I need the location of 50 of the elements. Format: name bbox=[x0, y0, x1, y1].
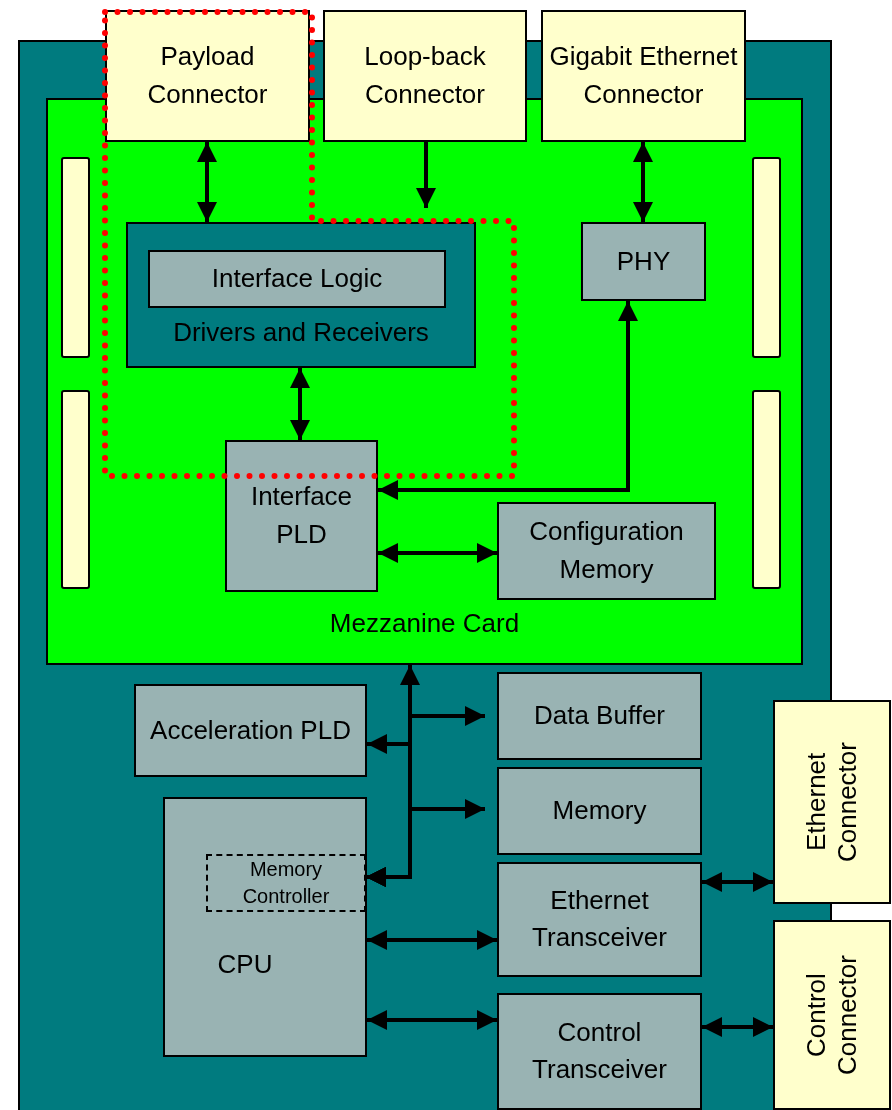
memory-block bbox=[497, 767, 702, 855]
connector-box bbox=[773, 700, 891, 904]
slot-bar bbox=[61, 157, 90, 358]
node-label: Interface Logic bbox=[210, 262, 384, 296]
node-label: Interface PLD bbox=[249, 480, 354, 551]
arrow bbox=[702, 872, 773, 892]
node-label: PHY bbox=[615, 244, 672, 278]
arrow bbox=[197, 142, 217, 222]
node-label: Memory bbox=[551, 794, 648, 828]
transceiver-block bbox=[497, 993, 702, 1110]
node-label: CPU bbox=[216, 948, 274, 981]
pld-block bbox=[134, 684, 367, 777]
connector-box bbox=[323, 10, 527, 142]
logic-block bbox=[148, 250, 446, 308]
node-label: Control Transceiver bbox=[531, 1015, 668, 1087]
phy-block bbox=[581, 222, 706, 301]
cpu-block bbox=[163, 797, 367, 1057]
node-label: Loop-back Connector bbox=[363, 40, 487, 111]
arrow bbox=[416, 142, 436, 208]
slot-bar bbox=[61, 390, 90, 589]
node-label: Memory Controller bbox=[241, 857, 331, 909]
arrow bbox=[378, 301, 638, 500]
drivers-receivers-block bbox=[126, 222, 476, 368]
arrow bbox=[367, 930, 497, 950]
node-label: Control Connector bbox=[799, 954, 863, 1077]
node-label: Acceleration PLD bbox=[149, 713, 352, 747]
arrow bbox=[290, 368, 310, 440]
arrow bbox=[702, 1017, 773, 1037]
connector-box bbox=[773, 920, 891, 1110]
node-label: Payload Connector bbox=[146, 40, 269, 111]
memory-controller-outline bbox=[206, 854, 366, 912]
transceiver-block bbox=[497, 862, 702, 977]
slot-bar bbox=[752, 157, 781, 358]
slot-bar bbox=[752, 390, 781, 589]
node-label: Data Buffer bbox=[532, 699, 666, 733]
connector-box bbox=[541, 10, 746, 142]
connector-box bbox=[105, 10, 310, 142]
arrow bbox=[367, 1010, 497, 1030]
pld-block bbox=[225, 440, 378, 592]
node-label: Ethernet Transceiver bbox=[531, 883, 668, 955]
node-label: Configuration Memory bbox=[528, 515, 685, 586]
memory-block bbox=[497, 502, 716, 600]
node-label: Drivers and Receivers bbox=[172, 316, 430, 349]
arrow bbox=[633, 142, 653, 222]
node-label: Ethernet Connector bbox=[799, 741, 863, 864]
node-label: Mezzanine Card bbox=[328, 607, 521, 640]
node-label: Gigabit Ethernet Connector bbox=[548, 40, 739, 111]
board-panel bbox=[18, 40, 832, 1110]
buffer-block bbox=[497, 672, 702, 760]
arrow bbox=[378, 543, 497, 563]
